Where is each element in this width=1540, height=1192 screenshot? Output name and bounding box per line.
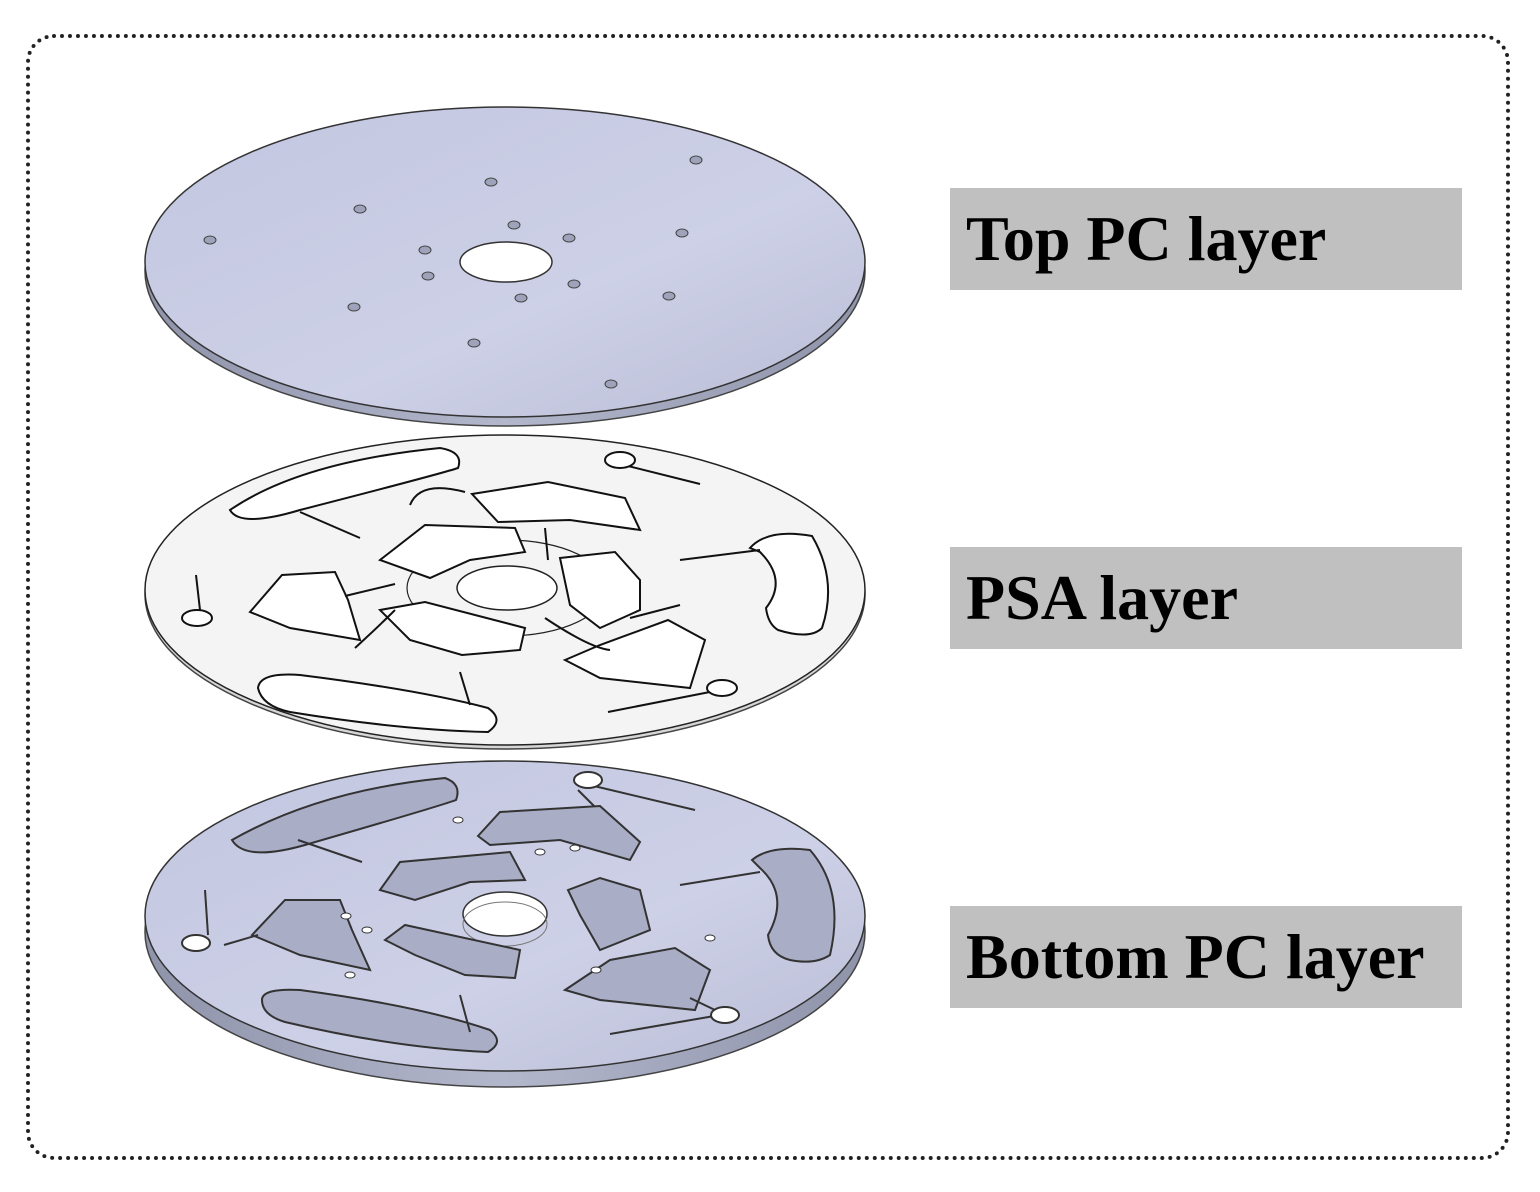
dotted-frame [26,34,1510,1160]
bottom-channels [204,785,761,1035]
psa-cutouts [228,446,830,734]
top-center-hole [459,241,553,283]
psa-channels [195,461,761,713]
top-pc-disc [144,106,866,427]
psa-loading-ports [181,451,738,697]
bottom-chambers [230,776,836,1054]
bottom-vent-holes [340,816,716,979]
top-pc-layer-label: Top PC layer [950,188,1462,290]
psa-disc [144,434,866,750]
bottom-center-hole [462,891,548,937]
psa-layer-label: PSA layer [950,547,1462,649]
psa-center-hole [456,565,558,611]
bottom-pc-layer-label: Bottom PC layer [950,906,1462,1008]
bottom-pc-disc [144,760,866,1088]
bottom-ports [181,771,740,1024]
top-vent-holes [203,155,703,389]
